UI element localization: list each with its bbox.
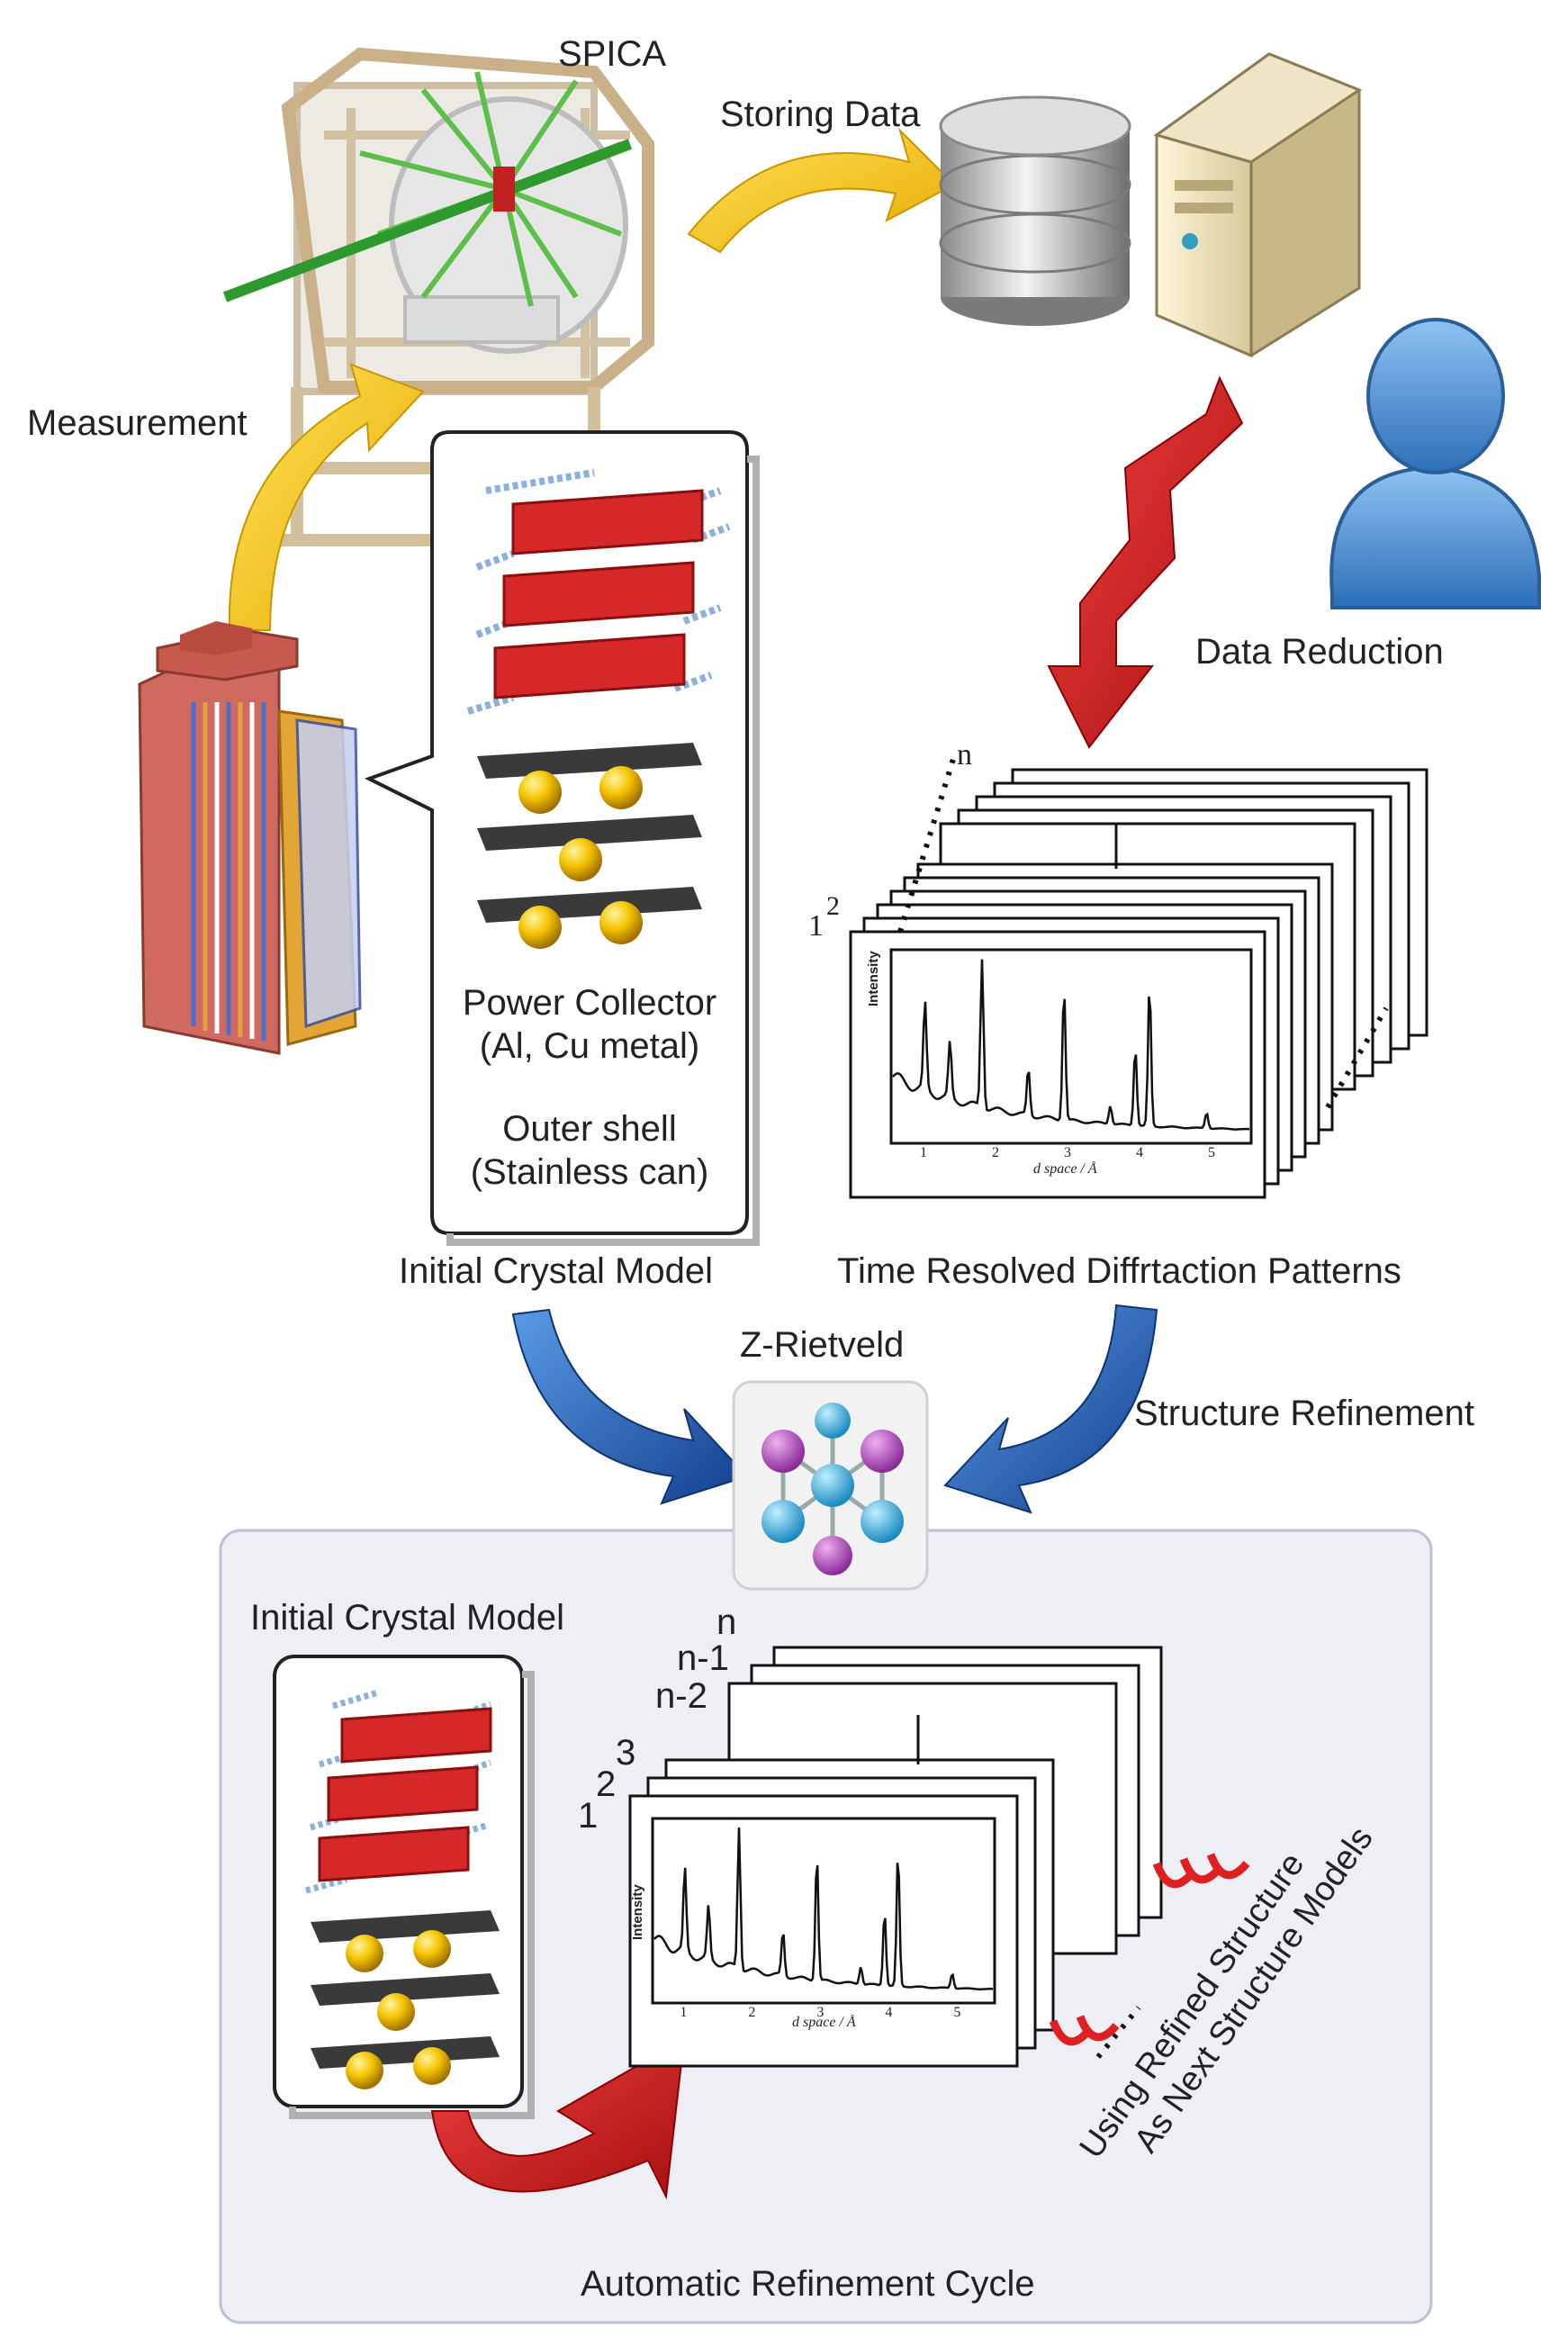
plot-bottom-xlabel: d space / Å bbox=[792, 2015, 856, 2030]
plot-top-tick-1: 1 bbox=[920, 1145, 927, 1160]
plot-top-tick-3: 3 bbox=[1064, 1145, 1071, 1160]
stack-top-n: n bbox=[957, 738, 972, 771]
z-rietveld-label: Z-Rietveld bbox=[740, 1325, 905, 1365]
bubble-text: Power Collector (Al, Cu metal) Outer she… bbox=[437, 981, 743, 1194]
cycle-mini-arrows bbox=[1049, 1853, 1250, 2046]
stack-bottom-1: 1 bbox=[578, 1796, 599, 1836]
plot-top-tick-2: 2 bbox=[992, 1145, 999, 1160]
plot-top-tick-4: 4 bbox=[1136, 1145, 1143, 1160]
crystal-model-bottom bbox=[305, 1689, 500, 2089]
stack-bottom-n2: n-2 bbox=[655, 1676, 707, 1716]
server-icon bbox=[1153, 52, 1363, 358]
battery-cell bbox=[138, 621, 362, 1055]
plot-bottom-tick-2: 2 bbox=[748, 2005, 756, 2020]
arrow-storing-data bbox=[687, 127, 956, 254]
spica-instrument bbox=[222, 47, 654, 546]
diffraction-stack-top bbox=[849, 755, 1428, 1199]
stack-bottom-n: n bbox=[716, 1602, 737, 1642]
arrow-model-to-pattern bbox=[430, 2037, 686, 2200]
power-collector-label: Power Collector bbox=[462, 983, 717, 1023]
plot-bottom-tick-5: 5 bbox=[953, 2005, 961, 2020]
time-resolved-label: Time Resolved Diffrtaction Patterns bbox=[837, 1251, 1401, 1291]
stack-bottom-3: 3 bbox=[616, 1733, 636, 1773]
arrow-patterns-to-rietveld bbox=[943, 1304, 1158, 1514]
stack-top-2: 2 bbox=[826, 891, 840, 921]
plot-top-xlabel: d space / Å bbox=[1033, 1161, 1097, 1177]
measurement-label: Measurement bbox=[27, 403, 248, 443]
plot-bottom-tick-4: 4 bbox=[885, 2005, 893, 2020]
outer-shell-sub: (Stainless can) bbox=[470, 1152, 709, 1192]
structure-refinement-label: Structure Refinement bbox=[1134, 1394, 1474, 1433]
crystal-model-top bbox=[466, 469, 731, 949]
automatic-refinement-label: Automatic Refinement Cycle bbox=[581, 2264, 1035, 2304]
stack-bottom-n1: n-1 bbox=[677, 1638, 729, 1678]
plot-bottom-tick-3: 3 bbox=[816, 2005, 825, 2020]
plot-bottom-ylabel: Intensity bbox=[630, 1884, 645, 1940]
data-reduction-label: Data Reduction bbox=[1195, 632, 1444, 672]
plot-top-ylabel: Intensity bbox=[866, 951, 881, 1006]
spica-label: SPICA bbox=[558, 34, 667, 74]
database-icon bbox=[939, 95, 1131, 326]
stack-top-1: 1 bbox=[808, 909, 824, 943]
outer-shell-label: Outer shell bbox=[502, 1109, 677, 1149]
arrow-data-reduction bbox=[1047, 375, 1244, 749]
initial-crystal-model-label: Initial Crystal Model bbox=[399, 1251, 714, 1291]
initial-crystal-model-cycle-label: Initial Crystal Model bbox=[250, 1598, 565, 1638]
diffraction-trace-top bbox=[892, 959, 1250, 1131]
storing-data-label: Storing Data bbox=[720, 95, 921, 134]
arrow-model-to-rietveld bbox=[511, 1308, 749, 1505]
z-rietveld-icon bbox=[732, 1380, 929, 1591]
plot-top-tick-5: 5 bbox=[1208, 1145, 1215, 1160]
diffraction-trace-bottom bbox=[653, 1827, 993, 1990]
stack-bottom-2: 2 bbox=[596, 1764, 617, 1804]
diffraction-stack-bottom bbox=[628, 1646, 1163, 2068]
user-icon bbox=[1329, 318, 1541, 609]
arrow-measurement bbox=[228, 363, 425, 631]
power-collector-sub: (Al, Cu metal) bbox=[479, 1026, 700, 1066]
plot-bottom-tick-1: 1 bbox=[680, 2005, 688, 2020]
